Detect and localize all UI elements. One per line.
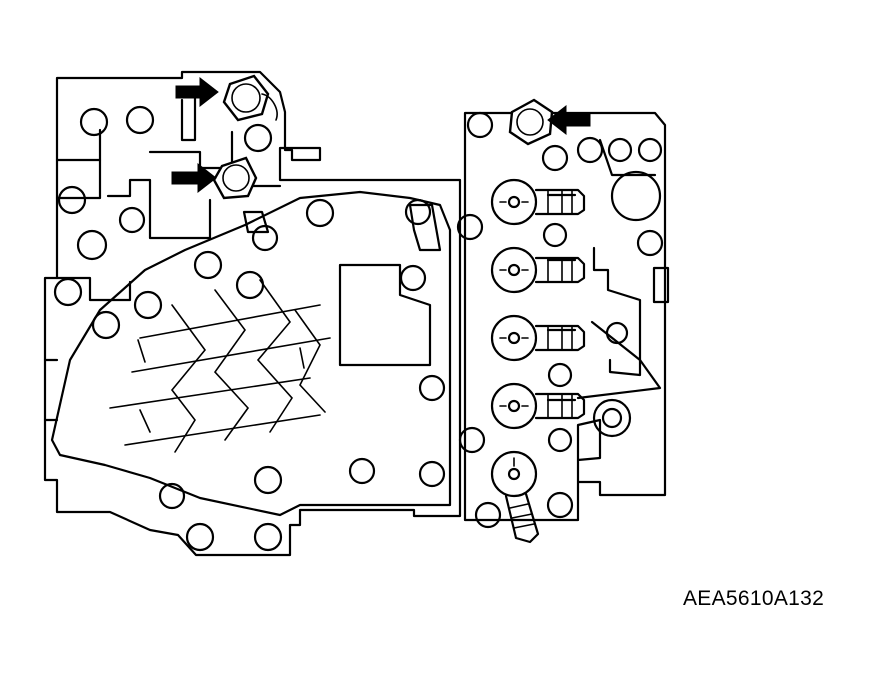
valve-body-channel [148, 150, 234, 170]
arrow-right-icon [175, 76, 219, 108]
solenoid-valve [490, 450, 540, 544]
solenoid-body-channel [592, 246, 642, 377]
solenoid-body-outline [463, 111, 667, 522]
arrow-left-icon [547, 104, 591, 136]
solenoid-valve [490, 246, 586, 294]
hex-bolt-icon [508, 98, 554, 146]
separator-plate [50, 190, 452, 517]
plate-grid [109, 279, 331, 453]
solenoid-valve [490, 382, 586, 430]
hex-bolt-icon [212, 156, 258, 200]
solenoid-valve [490, 314, 586, 362]
connector-tab [652, 266, 670, 304]
valve-body-channel [55, 276, 132, 302]
valve-body-channel [180, 90, 197, 142]
solenoid-body-channel [576, 320, 662, 400]
valve-body-channel [43, 358, 59, 422]
plate-clip [408, 203, 442, 252]
solenoid-valve [490, 178, 586, 226]
plate-clip [242, 210, 270, 234]
hex-bolt-icon [222, 74, 278, 122]
figure-code: AEA5610A132 [683, 587, 825, 610]
arrow-right-icon [171, 162, 217, 194]
plate-recess [338, 263, 432, 367]
bolt-holes [53, 105, 664, 552]
valve-body-outline [43, 70, 462, 557]
solenoid-body-channel [598, 138, 657, 177]
plug [592, 398, 632, 438]
valve-body-channel [98, 128, 212, 240]
valve-body-channel [55, 158, 102, 200]
